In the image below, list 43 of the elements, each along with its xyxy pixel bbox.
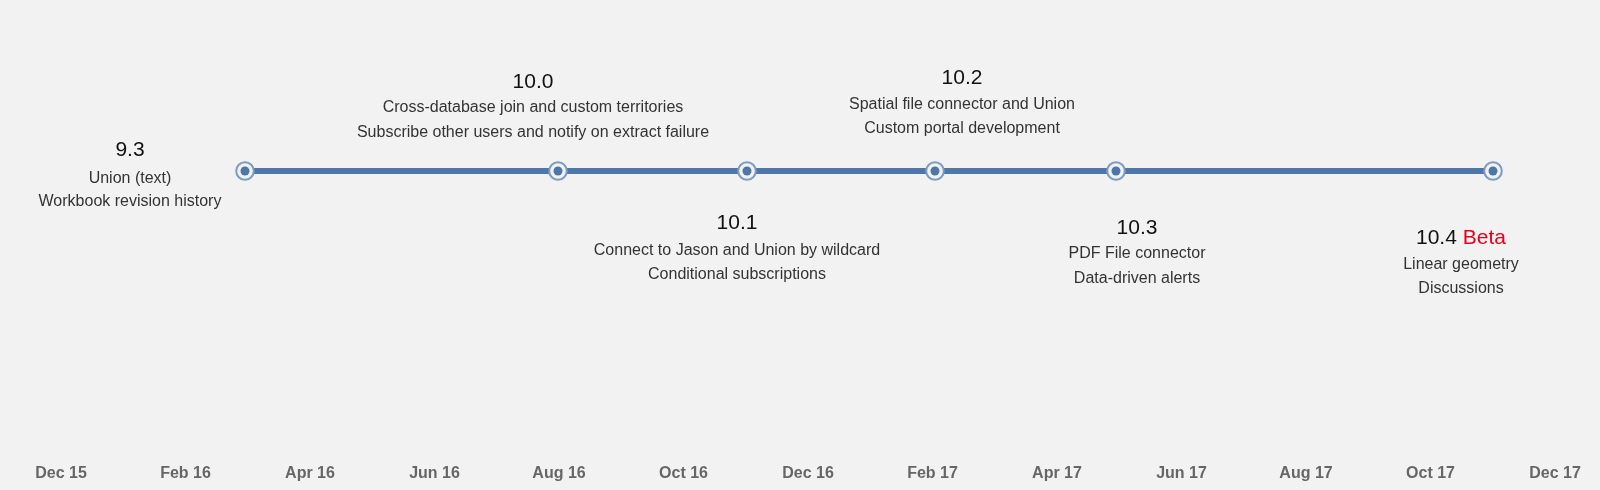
axis-tick-label: Jun 16 [409, 463, 460, 483]
milestone-circle [1483, 161, 1503, 181]
version-number: 10.1 [716, 209, 758, 235]
milestone-circle [737, 161, 757, 181]
version-number: 10.0 [512, 68, 554, 94]
axis-tick-label: Dec 16 [782, 463, 834, 483]
axis-tick-label: Apr 17 [1032, 463, 1082, 483]
axis-tick-label: Feb 17 [907, 463, 958, 483]
feature-text: Conditional subscriptions [648, 264, 826, 284]
timeline-line [254, 168, 549, 174]
version-number: 9.3 [115, 136, 145, 162]
feature-text: Linear geometry [1403, 254, 1519, 274]
timeline-line [944, 168, 1107, 174]
feature-text: Custom portal development [864, 118, 1060, 138]
milestone-circle [548, 161, 568, 181]
axis-tick-label: Apr 16 [285, 463, 335, 483]
axis-tick-label: Oct 16 [659, 463, 708, 483]
feature-text: Union (text) [88, 168, 172, 188]
feature-text: Cross-database join and custom territories [382, 97, 684, 117]
timeline-line [567, 168, 738, 174]
feature-text: Discussions [1418, 278, 1504, 298]
version-number: 10.3 [1116, 214, 1158, 240]
milestone-circle [235, 161, 255, 181]
axis-tick-label: Oct 17 [1406, 463, 1455, 483]
version-number: 10.4 [1415, 224, 1457, 250]
axis-tick-label: Jun 17 [1156, 463, 1207, 483]
axis-tick-label: Aug 16 [532, 463, 586, 483]
release-status-text: Beta [1462, 224, 1507, 250]
version-number: 10.2 [941, 64, 983, 90]
timeline-line [756, 168, 926, 174]
feature-text: Connect to Jason and Union by wildcard [593, 240, 881, 260]
milestone-circle [925, 161, 945, 181]
axis-tick-label: Aug 17 [1279, 463, 1333, 483]
axis-tick-label: Feb 16 [160, 463, 211, 483]
feature-text: Workbook revision history [38, 191, 222, 211]
axis-tick-label: Dec 15 [35, 463, 87, 483]
timeline-line [1125, 168, 1484, 174]
feature-text: Spatial file connector and Union [849, 94, 1075, 114]
feature-text: Subscribe other users and notify on extract failure [356, 122, 710, 142]
feature-text: PDF File connector [1068, 243, 1206, 263]
milestone-circle [1106, 161, 1126, 181]
axis-tick-label: Dec 17 [1529, 463, 1581, 483]
feature-text: Data-driven alerts [1073, 268, 1201, 288]
